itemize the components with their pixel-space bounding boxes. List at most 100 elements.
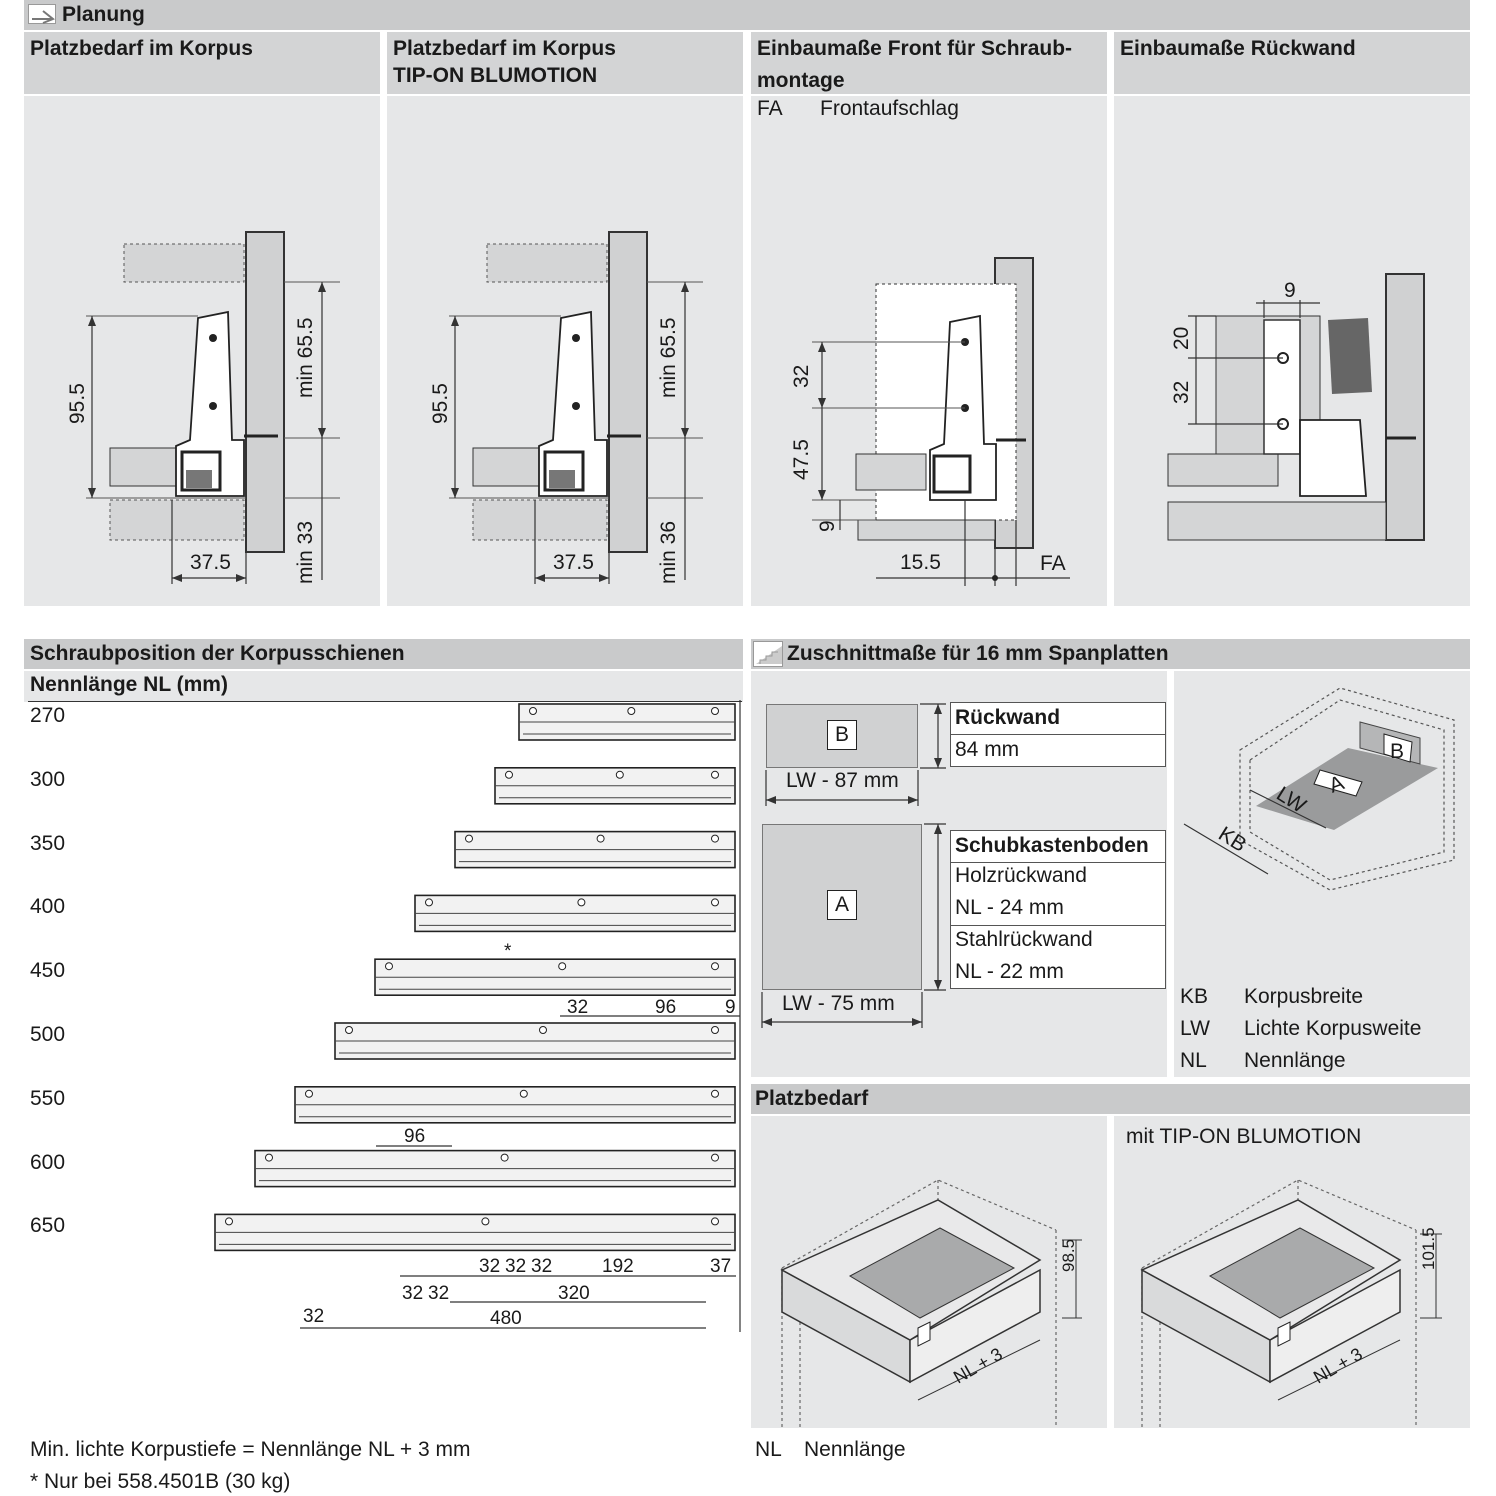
drawing-3: 32 47.5 9 15.5 FA — [790, 257, 1070, 586]
nl-label: 500 — [30, 1023, 66, 1046]
screw-top-rule — [28, 701, 742, 702]
col4-header: Einbaumaße Rückwand — [1114, 32, 1470, 94]
screw-hole — [481, 1217, 490, 1226]
nl-label: 300 — [30, 767, 66, 791]
d3-c: 9 — [816, 520, 839, 532]
drawing-1: 95.5 min 65.5 min 33 37.5 — [66, 231, 340, 584]
rail-profile — [295, 1104, 735, 1118]
footer-nl-abbr: NL — [755, 1438, 782, 1461]
d1-height: 95.5 — [66, 383, 89, 424]
platz-panel-left — [751, 1116, 1107, 1428]
board-a-width: LW - 75 mm — [782, 992, 895, 1015]
screw-header: Schraubposition der Korpusschienen — [24, 639, 743, 669]
drawing-4: 9 20 32 — [1167, 273, 1425, 541]
screw-hole — [711, 1153, 719, 1162]
nl-label: 400 — [30, 895, 66, 919]
col2-header: Platzbedarf im Korpus TIP-ON BLUMOTION — [387, 32, 743, 94]
stahl-box — [950, 925, 1166, 989]
nl-label: 600 — [30, 1150, 66, 1174]
screw-table-bg — [24, 702, 743, 1428]
legend-nl-text: Nennlänge — [1244, 1049, 1346, 1072]
screw-hole — [615, 770, 624, 779]
rail-profile — [335, 1040, 735, 1054]
board-icon — [753, 641, 783, 667]
planning-icon — [28, 4, 56, 24]
screw-hole — [596, 834, 605, 843]
d2-width: 37.5 — [553, 551, 594, 574]
legend-kb-abbr: KB — [1180, 985, 1209, 1008]
footer-nl-text: Nennlänge — [804, 1438, 906, 1461]
rail-dimension: 32 — [505, 1256, 526, 1277]
fa-abbr: FA — [757, 97, 783, 120]
nl-label: 650 — [30, 1214, 66, 1238]
platz-title: Platzbedarf — [755, 1087, 869, 1110]
installation-diagrams: 95.5 min 65.5 min 33 37.5 95.5 min 65.5 … — [66, 231, 1425, 586]
d1-width: 37.5 — [190, 551, 231, 574]
board-b-letter: B — [827, 720, 857, 750]
screw-hole — [711, 834, 719, 843]
boden-label: Schubkastenboden — [950, 830, 1166, 863]
rail-profile — [455, 849, 735, 863]
screw-hole — [539, 1026, 547, 1034]
col1-title: Platzbedarf im Korpus — [30, 37, 253, 60]
screw-hole — [711, 770, 719, 779]
legend-nl-abbr: NL — [1180, 1049, 1207, 1072]
rail-300 — [494, 766, 736, 805]
footer-line2: * Nur bei 558.4501B (30 kg) — [30, 1470, 291, 1493]
d3-fa: FA — [1040, 552, 1066, 575]
holz-box — [950, 862, 1166, 926]
cut-header: Zuschnittmaße für 16 mm Spanplatten — [751, 639, 1470, 669]
col2-title: Platzbedarf im Korpus — [393, 37, 616, 60]
rail-dimension: 32 — [479, 1256, 500, 1277]
screw-hole — [305, 1089, 313, 1098]
rail-dimension: 32 — [531, 1256, 552, 1277]
rail-450 — [374, 958, 736, 997]
legend-lw-abbr: LW — [1180, 1017, 1210, 1040]
rail-550 — [294, 1086, 736, 1124]
d4-c: 32 — [1170, 381, 1193, 404]
d2-min-top: min 65.5 — [657, 317, 680, 398]
d4-a: 9 — [1284, 279, 1296, 302]
d1-min-top: min 65.5 — [294, 317, 317, 398]
platz-header: Platzbedarf — [751, 1084, 1470, 1114]
footer-line1: Min. lichte Korpustiefe = Nennlänge NL +… — [30, 1438, 471, 1461]
rail-dimension: 32 — [402, 1283, 423, 1304]
rail-dimension: 96 — [404, 1126, 425, 1147]
col3-subtitle: montage — [757, 69, 845, 92]
screw-hole — [265, 1153, 273, 1162]
d2-height: 95.5 — [429, 383, 452, 424]
rail-profile — [375, 976, 735, 990]
screw-hole — [558, 962, 567, 971]
holz-label: Holzrückwand — [955, 864, 1087, 887]
rail-600 — [254, 1149, 736, 1188]
rail-dimension: 480 — [490, 1308, 522, 1329]
screw-hole — [465, 834, 473, 843]
nl-label: 270 — [30, 704, 66, 727]
stahl-value: NL - 22 mm — [955, 960, 1064, 983]
screw-hole — [500, 1153, 509, 1162]
holz-value: NL - 24 mm — [955, 896, 1064, 919]
d2-min-bottom: min 36 — [657, 521, 680, 584]
rail-650 — [214, 1213, 736, 1252]
nl-label: 550 — [30, 1086, 66, 1110]
planning-title: Planung — [62, 3, 145, 26]
legend-lw-text: Lichte Korpusweite — [1244, 1017, 1422, 1040]
cut-title: Zuschnittmaße für 16 mm Spanplatten — [787, 642, 1169, 665]
rail-dimension: 9 — [725, 997, 736, 1018]
d3-d: 15.5 — [900, 551, 941, 574]
rail-dimension: 192 — [602, 1256, 634, 1277]
fa-label: Frontaufschlag — [820, 97, 959, 120]
rail-dimension: 37 — [710, 1256, 731, 1277]
screw-hole — [627, 707, 636, 715]
nl-label: 450 — [30, 959, 66, 983]
drawing-2: 95.5 min 65.5 min 36 37.5 — [429, 231, 703, 584]
d3-a: 32 — [790, 365, 813, 388]
legend-kb-text: Korpusbreite — [1244, 985, 1364, 1008]
screw-subtitle: Nennlänge NL (mm) — [30, 673, 228, 696]
screw-hole — [711, 1217, 719, 1226]
board-a-letter: A — [827, 890, 857, 920]
rail-dimension: 32 — [303, 1306, 324, 1327]
rail-profile — [519, 721, 735, 735]
rail-dimension: 96 — [655, 997, 676, 1018]
